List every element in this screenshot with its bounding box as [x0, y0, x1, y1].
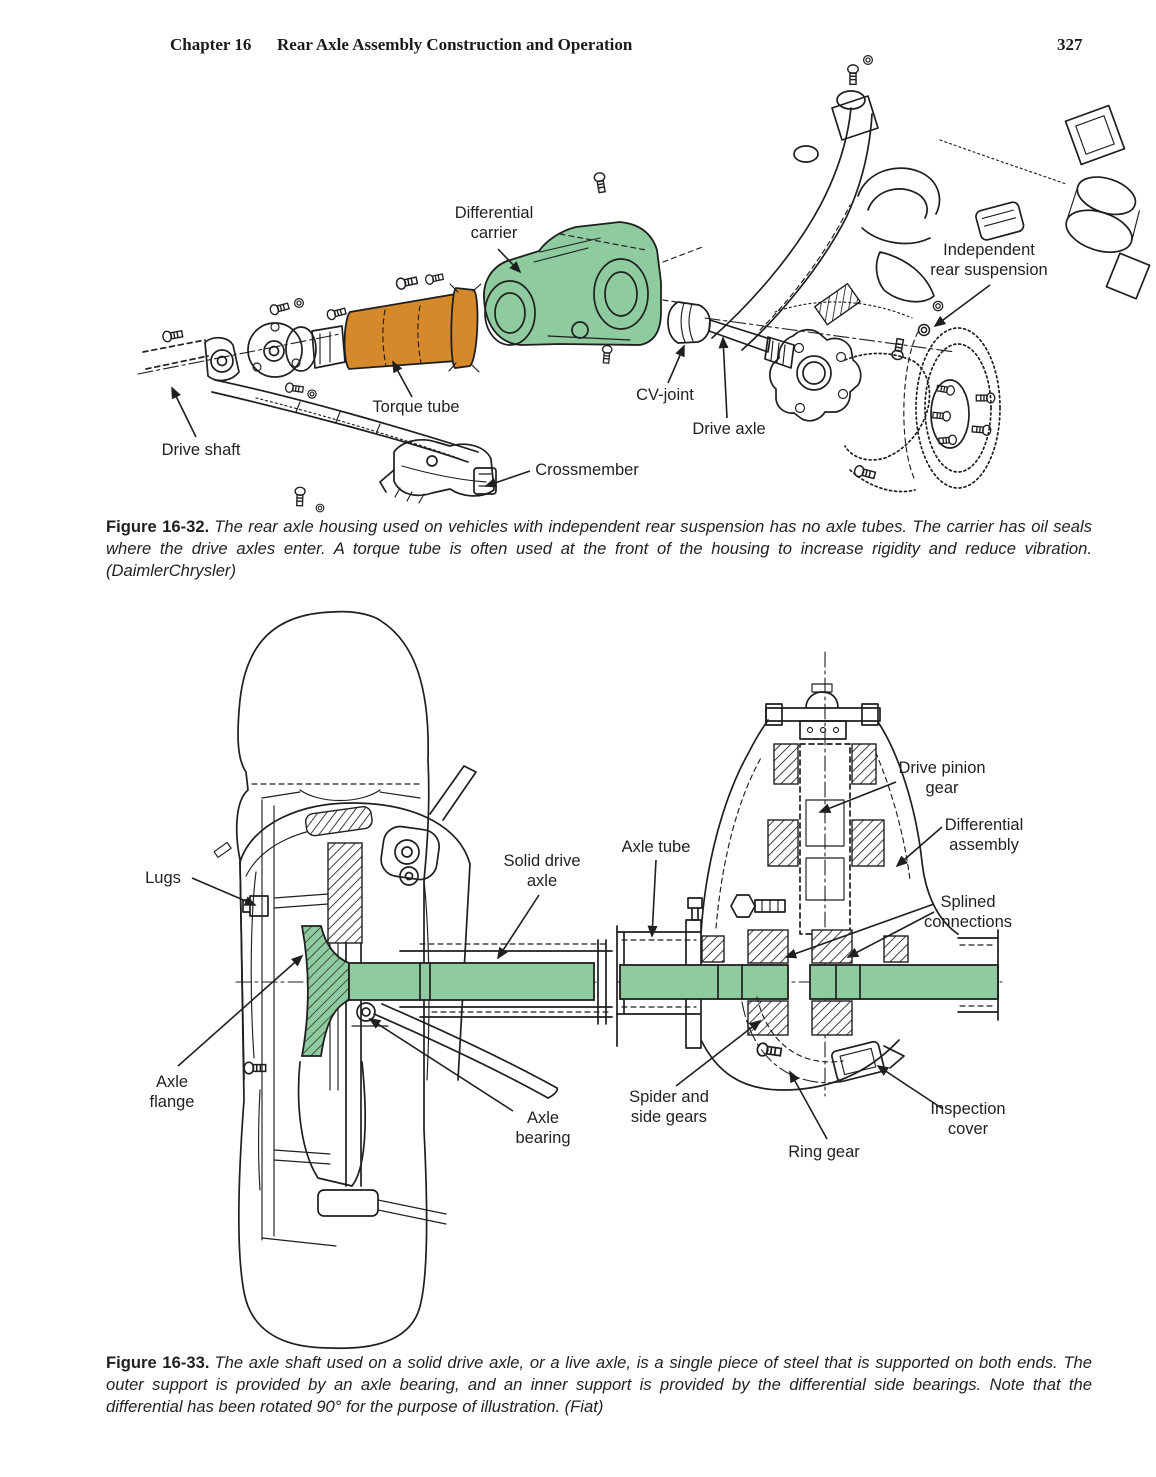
label-drive-axle: Drive axle	[692, 419, 766, 438]
label-torque-tube: Torque tube	[372, 397, 460, 416]
torque-tube-part	[343, 283, 482, 373]
figure-16-32-caption: Figure 16-32.The rear axle housing used …	[106, 516, 1092, 582]
label-cv-joint: CV-joint	[636, 385, 694, 404]
label-axle-bearing: Axle bearing	[515, 1108, 571, 1147]
differential-carrier-part	[483, 221, 662, 346]
label-spider-and-side-gears: Spider and side gears	[629, 1087, 709, 1126]
label-crossmember: Crossmember	[535, 460, 639, 479]
differential-cross-section-view	[616, 651, 1003, 1097]
label-differential-carrier: Differential carrier	[454, 203, 534, 242]
universal-joint-part	[247, 322, 346, 378]
figure-16-32-illustration	[137, 54, 1151, 513]
label-axle-flange: Axle flange	[149, 1072, 195, 1111]
brake-rotor-part	[903, 327, 1001, 489]
label-ring-gear: Ring gear	[788, 1142, 860, 1161]
label-drive-pinion-gear: Drive pinion gear	[898, 758, 986, 797]
figure-16-33-illustration	[177, 610, 1003, 1350]
drive-axle-part	[708, 319, 795, 369]
crossmember-part	[379, 439, 497, 504]
figure-16-33-leader-arrows	[177, 781, 944, 1140]
figure-16-32-caption-lead: Figure 16-32.	[106, 517, 210, 536]
label-differential-assembly: Differential assembly	[944, 815, 1024, 854]
label-inspection-cover: Inspection cover	[930, 1099, 1006, 1138]
wheel-and-hub-section-view	[213, 610, 613, 1350]
figure-16-33-caption-text: The axle shaft used on a solid drive axl…	[106, 1353, 1092, 1416]
chapter-label: Chapter 16	[170, 35, 252, 54]
label-solid-drive-axle: Solid drive axle	[503, 851, 581, 890]
suspension-arm-part	[711, 54, 879, 351]
rear-knuckle-part	[774, 282, 931, 493]
figure-16-33-caption-lead: Figure 16-33.	[106, 1353, 210, 1372]
page-title: Rear Axle Assembly Construction and Oper…	[277, 35, 633, 54]
coil-spring-seat-part	[857, 104, 1151, 303]
figure-16-32-caption-text: The rear axle housing used on vehicles w…	[106, 517, 1092, 580]
label-independent-rear-suspension: Independent rear suspension	[930, 240, 1048, 279]
label-axle-tube: Axle tube	[621, 837, 691, 856]
drive-shaft-part	[142, 336, 240, 382]
figure-16-32-leader-arrows	[171, 248, 991, 488]
figure-16-33-caption: Figure 16-33.The axle shaft used on a so…	[106, 1352, 1092, 1418]
axle-output-flange-part	[769, 328, 862, 422]
label-drive-shaft: Drive shaft	[161, 440, 241, 459]
label-splined-connections: Splined connections	[923, 892, 1013, 931]
label-lugs: Lugs	[145, 868, 181, 887]
cv-joint-part	[667, 301, 711, 344]
torque-arm-part	[211, 379, 479, 463]
page-number: 327	[1057, 35, 1083, 54]
